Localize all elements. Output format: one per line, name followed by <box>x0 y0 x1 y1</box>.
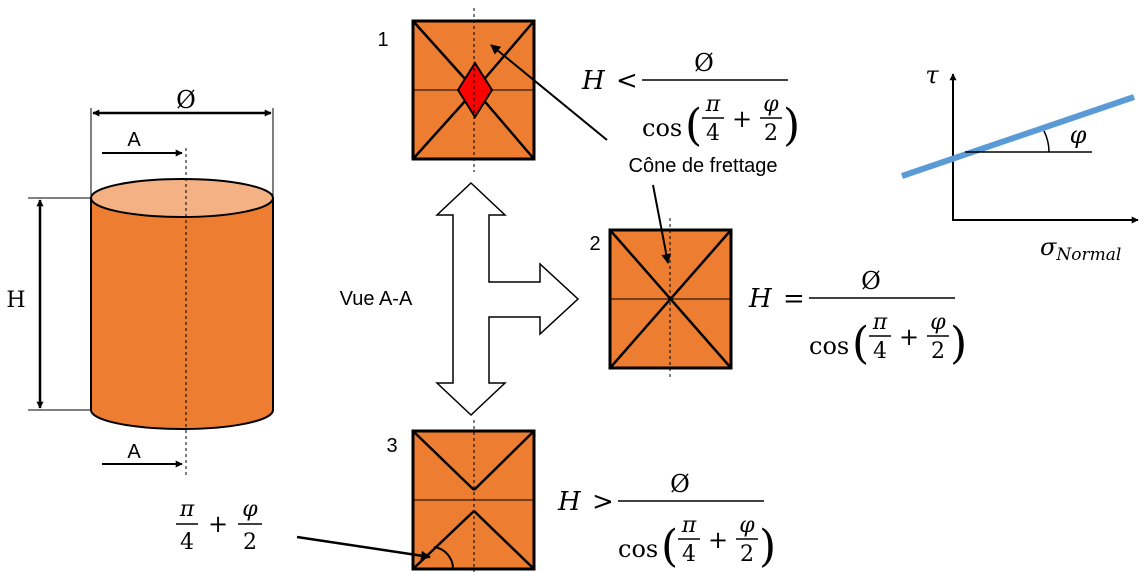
formula-paren-open: ( <box>661 521 678 572</box>
formula-two: 2 <box>764 121 778 146</box>
sigma-symbol: σ <box>1040 233 1057 261</box>
mohr-coulomb-sketch: τ φ σNormal <box>901 61 1139 265</box>
formula-numerator: Ø <box>670 470 690 498</box>
formula-paren-open: ( <box>685 100 702 151</box>
formula-cos: cos <box>809 332 849 360</box>
case-1: 1 <box>377 8 608 172</box>
formula-phi: φ <box>739 513 755 538</box>
formula-phi: φ <box>763 92 779 117</box>
formula-paren-close: ) <box>759 521 776 572</box>
formula-pi: π <box>705 92 721 117</box>
formula-two: 2 <box>740 542 754 567</box>
cylinder-body <box>90 197 274 430</box>
phi-angle-label: φ <box>1070 121 1087 149</box>
case-3-slip-line <box>412 430 475 491</box>
angle-phi: φ <box>242 497 258 522</box>
phi-angle-arc <box>1043 130 1050 153</box>
formula-case-3: H > Ø cos ( π 4 + φ 2 ) <box>557 470 776 572</box>
formula-cos: cos <box>618 535 658 563</box>
tau-axis-label: τ <box>925 61 939 89</box>
formula-plus: + <box>899 323 919 351</box>
sigma-axis-label: σNormal <box>1040 233 1121 265</box>
view-label: Vue A-A <box>340 288 413 310</box>
formula-lhs: H <box>557 487 582 517</box>
formula-lhs: H <box>581 66 606 96</box>
case-number: 1 <box>377 29 388 51</box>
formula-case-2: H = Ø cos ( π 4 + φ 2 ) <box>748 267 967 369</box>
cylinder-top-face <box>90 178 274 218</box>
angle-pi: π <box>179 497 195 522</box>
case-3: 3 <box>296 420 536 572</box>
formula-phi: φ <box>930 310 946 335</box>
angle-label: π 4 + φ 2 <box>176 497 262 555</box>
formula-numerator: Ø <box>861 267 881 295</box>
case-3-angle-arc <box>433 546 455 570</box>
formula-four: 4 <box>873 339 887 364</box>
angle-two: 2 <box>243 530 257 555</box>
case-1-cone-overlap <box>456 61 494 119</box>
formula-case-1: H < Ø cos ( π 4 + φ 2 ) <box>581 49 800 151</box>
angle-four: 4 <box>180 530 194 555</box>
formula-four: 4 <box>706 121 720 146</box>
failure-criterion-line <box>901 94 1135 179</box>
diameter-label: Ø <box>176 86 196 114</box>
formula-plus: + <box>708 526 728 554</box>
case-3-slip-line <box>473 510 535 570</box>
height-label: H <box>6 288 25 313</box>
section-label-bottom: A <box>127 441 141 463</box>
cone-label: Cône de frettage <box>629 155 778 177</box>
formula-relation: > <box>592 487 614 517</box>
angle-pointer <box>296 535 431 561</box>
case-3-slip-line <box>473 430 535 491</box>
formula-plus: + <box>732 105 752 133</box>
cylinder: Ø H A A <box>6 86 274 478</box>
formula-relation: < <box>616 66 638 96</box>
formula-two: 2 <box>931 339 945 364</box>
case-number: 3 <box>386 435 397 457</box>
section-label-top: A <box>127 129 141 151</box>
formula-four: 4 <box>682 542 696 567</box>
formula-pi: π <box>872 310 888 335</box>
formula-lhs: H <box>748 284 773 314</box>
sigma-subscript: Normal <box>1055 245 1121 265</box>
cone-pointer-2 <box>652 184 672 264</box>
formula-relation: = <box>783 284 805 314</box>
cone-pointer-1 <box>490 44 608 141</box>
angle-plus: + <box>208 510 228 538</box>
formula-numerator: Ø <box>694 49 714 77</box>
formula-cos: cos <box>642 114 682 142</box>
case-2: 2 <box>589 184 733 380</box>
formula-paren-close: ) <box>950 318 967 369</box>
branching-block-arrow <box>435 181 580 417</box>
case-number: 2 <box>589 233 600 255</box>
formula-paren-open: ( <box>852 318 869 369</box>
formula-paren-close: ) <box>783 100 800 151</box>
formula-pi: π <box>681 513 697 538</box>
